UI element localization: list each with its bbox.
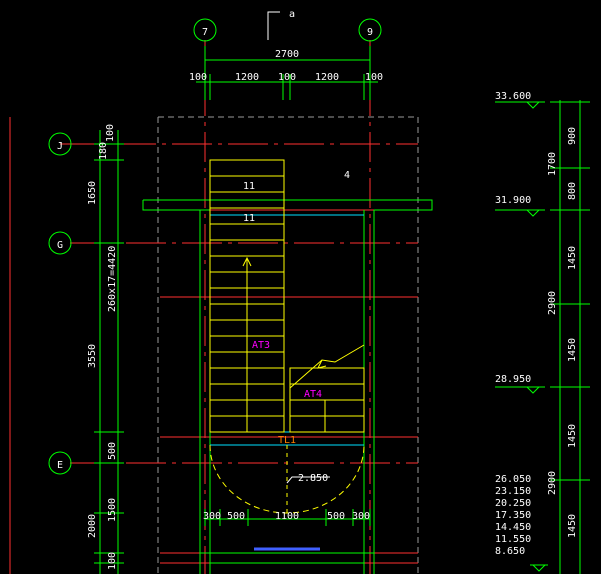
axis-bubble-g: G (48, 231, 72, 255)
dim-left-1500: 1500 (107, 498, 118, 522)
elevation-28950: 28.950 (495, 374, 531, 385)
label-tl1: TL1 (278, 435, 296, 446)
dim-top-part: 100 (189, 72, 207, 83)
axis-bubble-9: 9 (358, 18, 382, 42)
dim-left-stair-run: 260x17=4420 (107, 246, 118, 312)
right-dimensions (495, 100, 590, 574)
elevation-31900: 31.900 (495, 195, 531, 206)
label-step-mark: 11 (243, 181, 255, 192)
dim-right-800: 800 (567, 182, 578, 200)
dim-left-100-bottom: 100 (107, 552, 118, 570)
dim-overall-2700: 2700 (275, 49, 299, 60)
elevation-list-item: 17.350 (495, 510, 531, 521)
elevation-list-item: 11.550 (495, 534, 531, 545)
up-arrows (242, 256, 326, 432)
label-at4: AT4 (304, 389, 322, 400)
elevation-list-item: 23.150 (495, 486, 531, 497)
label-small: 4 (344, 170, 350, 181)
dim-right-1450: 1450 (567, 246, 578, 270)
stair-flight-at4 (289, 344, 365, 433)
elevation-33600: 33.600 (495, 91, 531, 102)
dim-left-1650: 1650 (87, 181, 98, 205)
dim-top-part: 1200 (235, 72, 259, 83)
dim-right-2900: 2900 (547, 291, 558, 315)
elevation-list: 26.050 23.150 20.250 17.350 14.450 11.55… (495, 474, 531, 557)
dim-left-500: 500 (107, 442, 118, 460)
cyan-lines (210, 214, 364, 551)
dim-right-1450: 1450 (567, 338, 578, 362)
axis-bubble-e: E (48, 451, 72, 475)
top-dimensions (196, 46, 378, 100)
dim-bottom-part: 500 (227, 511, 245, 522)
axis-bubble-7: 7 (193, 18, 217, 42)
dim-bottom-part: 500 (327, 511, 345, 522)
stairwell-outline (157, 116, 419, 574)
dim-right-2900: 2900 (547, 471, 558, 495)
dim-left-3550: 3550 (87, 344, 98, 368)
dim-right-900: 900 (567, 127, 578, 145)
dim-right-1450: 1450 (567, 424, 578, 448)
left-dimensions (9, 117, 124, 574)
section-mark-label: a (289, 9, 295, 20)
axis-label-9: 9 (367, 27, 373, 38)
dim-bottom-part: 1100 (275, 511, 299, 522)
dim-left-180: 180 (98, 142, 109, 160)
elevation-list-item: 8.650 (495, 546, 525, 557)
dim-right-1700: 1700 (547, 152, 558, 176)
dim-left-100: 100 (105, 124, 116, 142)
dim-top-part: 1200 (315, 72, 339, 83)
label-landing-elevation: 2.850 (298, 473, 328, 484)
axis-label-j: J (57, 141, 63, 152)
dim-top-part: 100 (365, 72, 383, 83)
label-step-mark: 11 (243, 213, 255, 224)
elevation-list-item: 26.050 (495, 474, 531, 485)
axis-bubble-j: J (48, 132, 72, 156)
label-at3: AT3 (252, 340, 270, 351)
dim-left-2000: 2000 (87, 514, 98, 538)
axis-label-g: G (57, 240, 63, 251)
dim-top-part: 100 (278, 72, 296, 83)
bottom-dimensions (204, 509, 371, 526)
landing-level-mark (286, 476, 330, 484)
dim-bottom-part: 300 (352, 511, 370, 522)
axis-label-7: 7 (202, 27, 208, 38)
elevation-list-item: 20.250 (495, 498, 531, 509)
dim-right-1450: 1450 (567, 514, 578, 538)
elevation-list-item: 14.450 (495, 522, 531, 533)
section-mark (267, 11, 280, 40)
dim-bottom-part: 300 (203, 511, 221, 522)
axis-label-e: E (57, 460, 63, 471)
